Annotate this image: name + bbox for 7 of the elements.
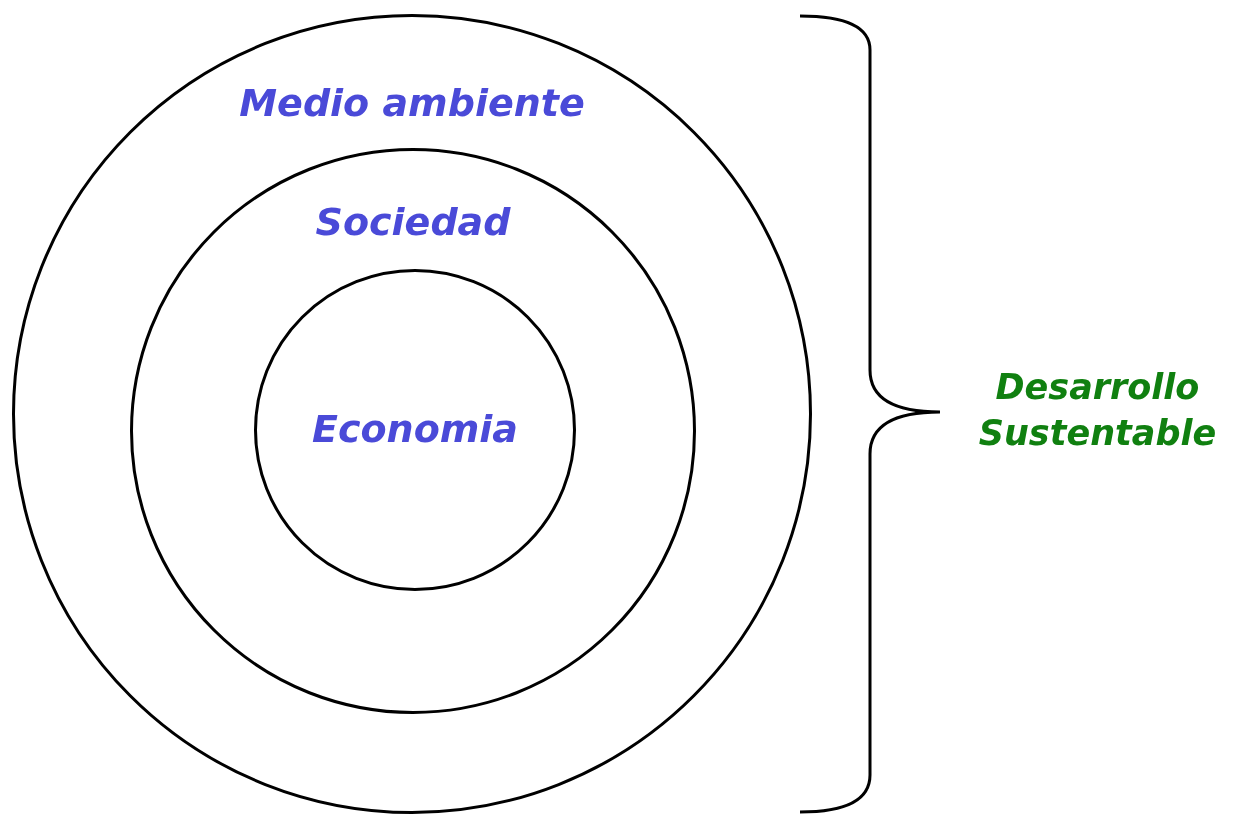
ring-circle bbox=[254, 269, 576, 591]
brace-label: Desarrollo Sustentable bbox=[977, 366, 1218, 455]
ring-label: Medio ambiente bbox=[238, 81, 586, 127]
ring-circle bbox=[130, 148, 696, 714]
ring-circle bbox=[12, 14, 812, 814]
ring-label: Sociedad bbox=[314, 200, 512, 246]
ring-label: Economia bbox=[311, 407, 519, 453]
